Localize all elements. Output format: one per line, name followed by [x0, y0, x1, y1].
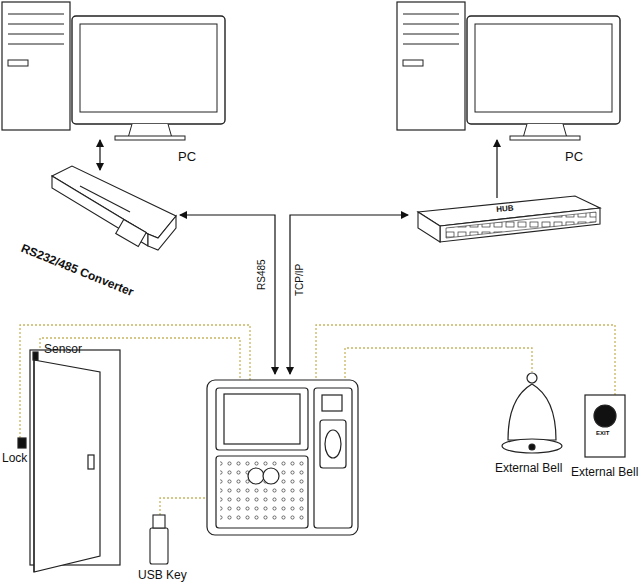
node-label: RS232/485 Converter [19, 242, 135, 299]
signal-label: RS485 [256, 259, 267, 290]
part-label: Sensor [44, 343, 82, 356]
pc-computer: PC [395, 0, 620, 140]
node-label: PC [178, 150, 196, 164]
rs232-485-converter: RS232/485 Converter [42, 170, 176, 252]
part-label: External Bell [571, 466, 638, 479]
node-label: PC [565, 150, 583, 164]
button-text: EXIT [596, 430, 609, 437]
connector-arrow [99, 140, 100, 170]
part-label: USB Key [138, 569, 187, 582]
node-label: HUB [496, 204, 514, 214]
connector-arrow [496, 140, 497, 198]
part-label: Lock [2, 452, 27, 465]
part-label: External Bell [495, 462, 562, 475]
signal-label: TCP/IP [294, 264, 305, 296]
pc-computer: PC [0, 0, 225, 140]
network-hub: HUB [418, 198, 600, 244]
